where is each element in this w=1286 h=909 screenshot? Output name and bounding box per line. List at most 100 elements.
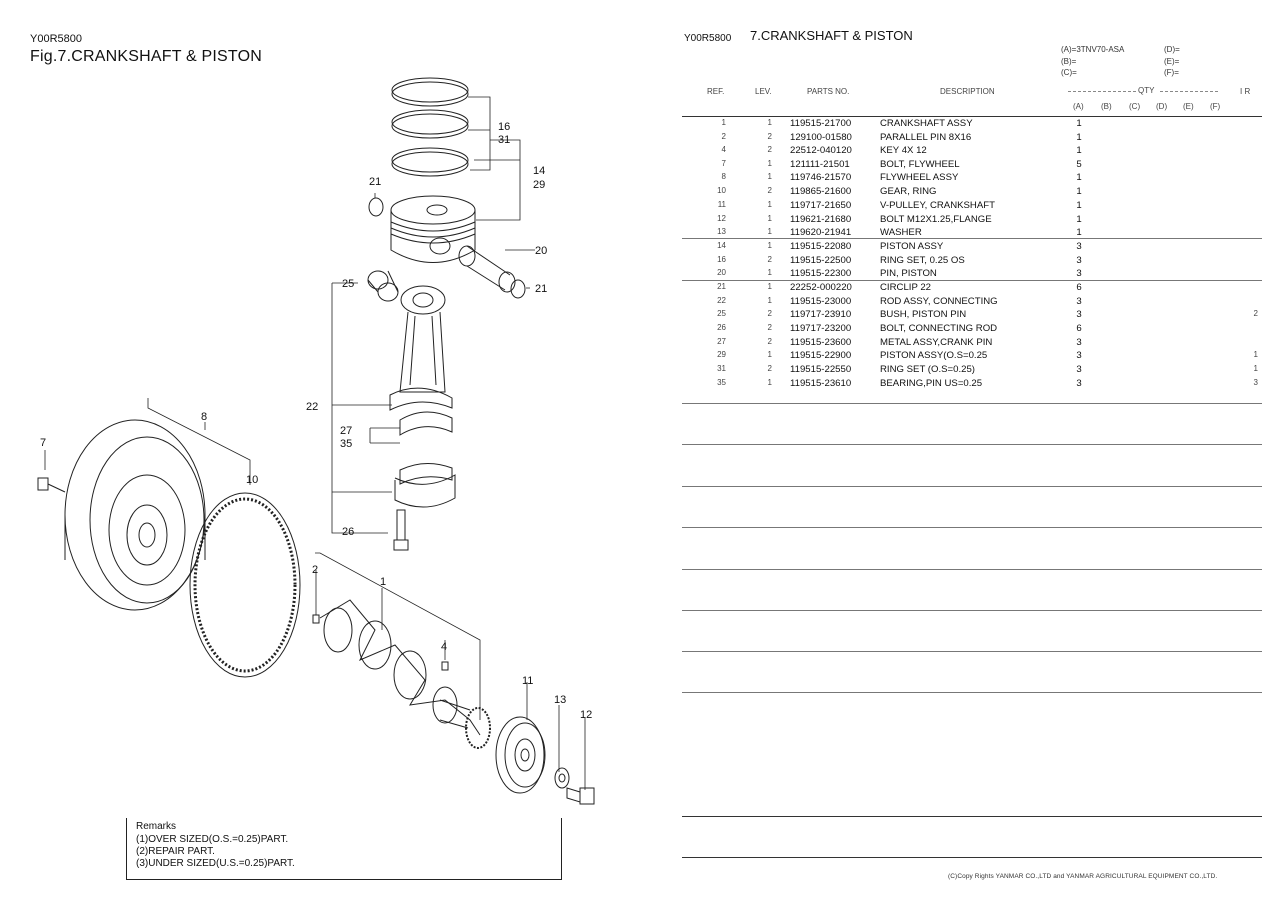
ir-cell: 3 xyxy=(1253,377,1258,387)
remarks-box-right-border xyxy=(561,818,562,880)
part-number-cell: 119515-21700 xyxy=(790,118,852,129)
parallel-pin-illustration xyxy=(312,614,320,624)
callout-7: 7 xyxy=(40,437,46,449)
qty-a-cell: 3 xyxy=(1076,377,1082,389)
ref-cell: 21 xyxy=(717,282,726,291)
washer-illustration xyxy=(554,767,570,789)
lev-cell: 1 xyxy=(767,282,772,291)
ref-cell: 25 xyxy=(717,309,726,318)
callout-numbers: 16 31 14 29 21 20 21 25 22 27 35 26 8 7 … xyxy=(40,121,592,721)
group-divider xyxy=(682,280,1262,281)
qty-a-cell: 3 xyxy=(1076,350,1082,361)
ref-cell: 1 xyxy=(721,118,726,127)
qty-a-cell: 1 xyxy=(1076,200,1082,211)
circlip-21-lower-illustration xyxy=(510,279,526,299)
lev-cell: 1 xyxy=(767,377,772,387)
description-cell: BUSH, PISTON PIN xyxy=(880,309,967,320)
part-number-cell: 119717-21650 xyxy=(790,200,852,211)
part-number-cell: 119515-22080 xyxy=(790,241,852,252)
copyright-notice: (C)Copy Rights YANMAR CO.,LTD and YANMAR… xyxy=(948,873,1218,880)
part-number-cell: 119717-23200 xyxy=(790,323,852,334)
row-divider xyxy=(682,692,1262,693)
callout-22: 22 xyxy=(306,401,318,413)
crank-gear-illustration xyxy=(465,707,491,749)
ref-cell: 12 xyxy=(717,213,726,223)
lev-cell: 1 xyxy=(767,227,772,236)
callout-16: 16 xyxy=(498,121,510,133)
description-cell: PISTON ASSY(O.S=0.25 xyxy=(880,350,988,361)
flywheel-bolt-illustration xyxy=(37,477,66,493)
remark-line: (3)UNDER SIZED(U.S.=0.25)PART. xyxy=(136,858,295,869)
remark-line: (1)OVER SIZED(O.S.=0.25)PART. xyxy=(136,834,289,845)
header-description: DESCRIPTION xyxy=(940,87,995,96)
qty-col-e: (E) xyxy=(1183,102,1194,111)
part-number-cell: 119621-21680 xyxy=(790,213,852,225)
row-divider xyxy=(682,569,1262,570)
row-divider xyxy=(682,486,1262,487)
qty-a-cell: 1 xyxy=(1076,213,1082,225)
callout-2: 2 xyxy=(312,564,318,576)
ring-gear-illustration xyxy=(189,492,301,678)
header-parts-no: PARTS NO. xyxy=(807,87,850,96)
qty-a-cell: 1 xyxy=(1076,118,1082,129)
lev-cell: 2 xyxy=(767,364,772,373)
ref-cell: 31 xyxy=(717,364,726,373)
description-cell: METAL ASSY,CRANK PIN xyxy=(880,336,993,348)
qty-dash-right xyxy=(1160,91,1218,92)
qty-col-b: (B) xyxy=(1101,102,1112,111)
ir-cell: 1 xyxy=(1253,364,1258,373)
lev-cell: 1 xyxy=(767,350,772,359)
description-cell: ROD ASSY, CONNECTING xyxy=(880,295,998,307)
qty-a-cell: 1 xyxy=(1076,172,1082,183)
flywheel-illustration xyxy=(64,419,206,611)
part-number-cell: 119515-22900 xyxy=(790,350,852,361)
model-c: (C)= xyxy=(1061,68,1077,77)
connecting-rod-illustration xyxy=(389,285,453,411)
lev-cell: 1 xyxy=(767,213,772,223)
ref-cell: 14 xyxy=(717,241,726,250)
part-number-cell: 119515-22550 xyxy=(790,364,852,375)
description-cell: V-PULLEY, CRANKSHAFT xyxy=(880,200,995,211)
ref-cell: 20 xyxy=(717,268,726,277)
qty-a-cell: 1 xyxy=(1076,185,1082,197)
parts-list-title: 7.CRANKSHAFT & PISTON xyxy=(750,28,913,43)
callout-leader-lines xyxy=(44,96,586,790)
piston-pin-illustration xyxy=(458,245,516,293)
qty-a-cell: 3 xyxy=(1076,268,1082,279)
model-e: (E)= xyxy=(1164,57,1180,66)
ref-cell: 10 xyxy=(717,185,726,195)
model-f: (F)= xyxy=(1164,68,1179,77)
description-cell: PIN, PISTON xyxy=(880,268,937,279)
part-number-cell: 119717-23910 xyxy=(790,309,852,320)
callout-13: 13 xyxy=(554,694,566,706)
callout-29: 29 xyxy=(533,179,545,191)
lev-cell: 1 xyxy=(767,158,772,168)
crank-pin-metal-illustration xyxy=(399,411,453,485)
description-cell: RING SET, 0.25 OS xyxy=(880,254,965,266)
lev-cell: 1 xyxy=(767,241,772,250)
lev-cell: 2 xyxy=(767,145,772,154)
exploded-parts-diagram: 16 31 14 29 21 20 21 25 22 27 35 26 8 7 … xyxy=(37,77,595,805)
part-number-cell: 119515-23600 xyxy=(790,336,852,348)
row-divider xyxy=(682,444,1262,445)
remarks-box: Remarks (1)OVER SIZED(O.S.=0.25)PART. (2… xyxy=(126,818,562,880)
part-number-cell: 119515-23000 xyxy=(790,295,852,307)
part-number-cell: 129100-01580 xyxy=(790,131,852,143)
part-number-cell: 121111-21501 xyxy=(790,158,850,170)
lev-cell: 1 xyxy=(767,200,772,209)
row-divider xyxy=(682,527,1262,528)
ref-cell: 11 xyxy=(717,200,726,209)
group-divider xyxy=(682,238,1262,239)
callout-12: 12 xyxy=(580,709,592,721)
callout-25: 25 xyxy=(342,278,354,290)
model-b: (B)= xyxy=(1061,57,1077,66)
callout-11: 11 xyxy=(522,675,533,687)
